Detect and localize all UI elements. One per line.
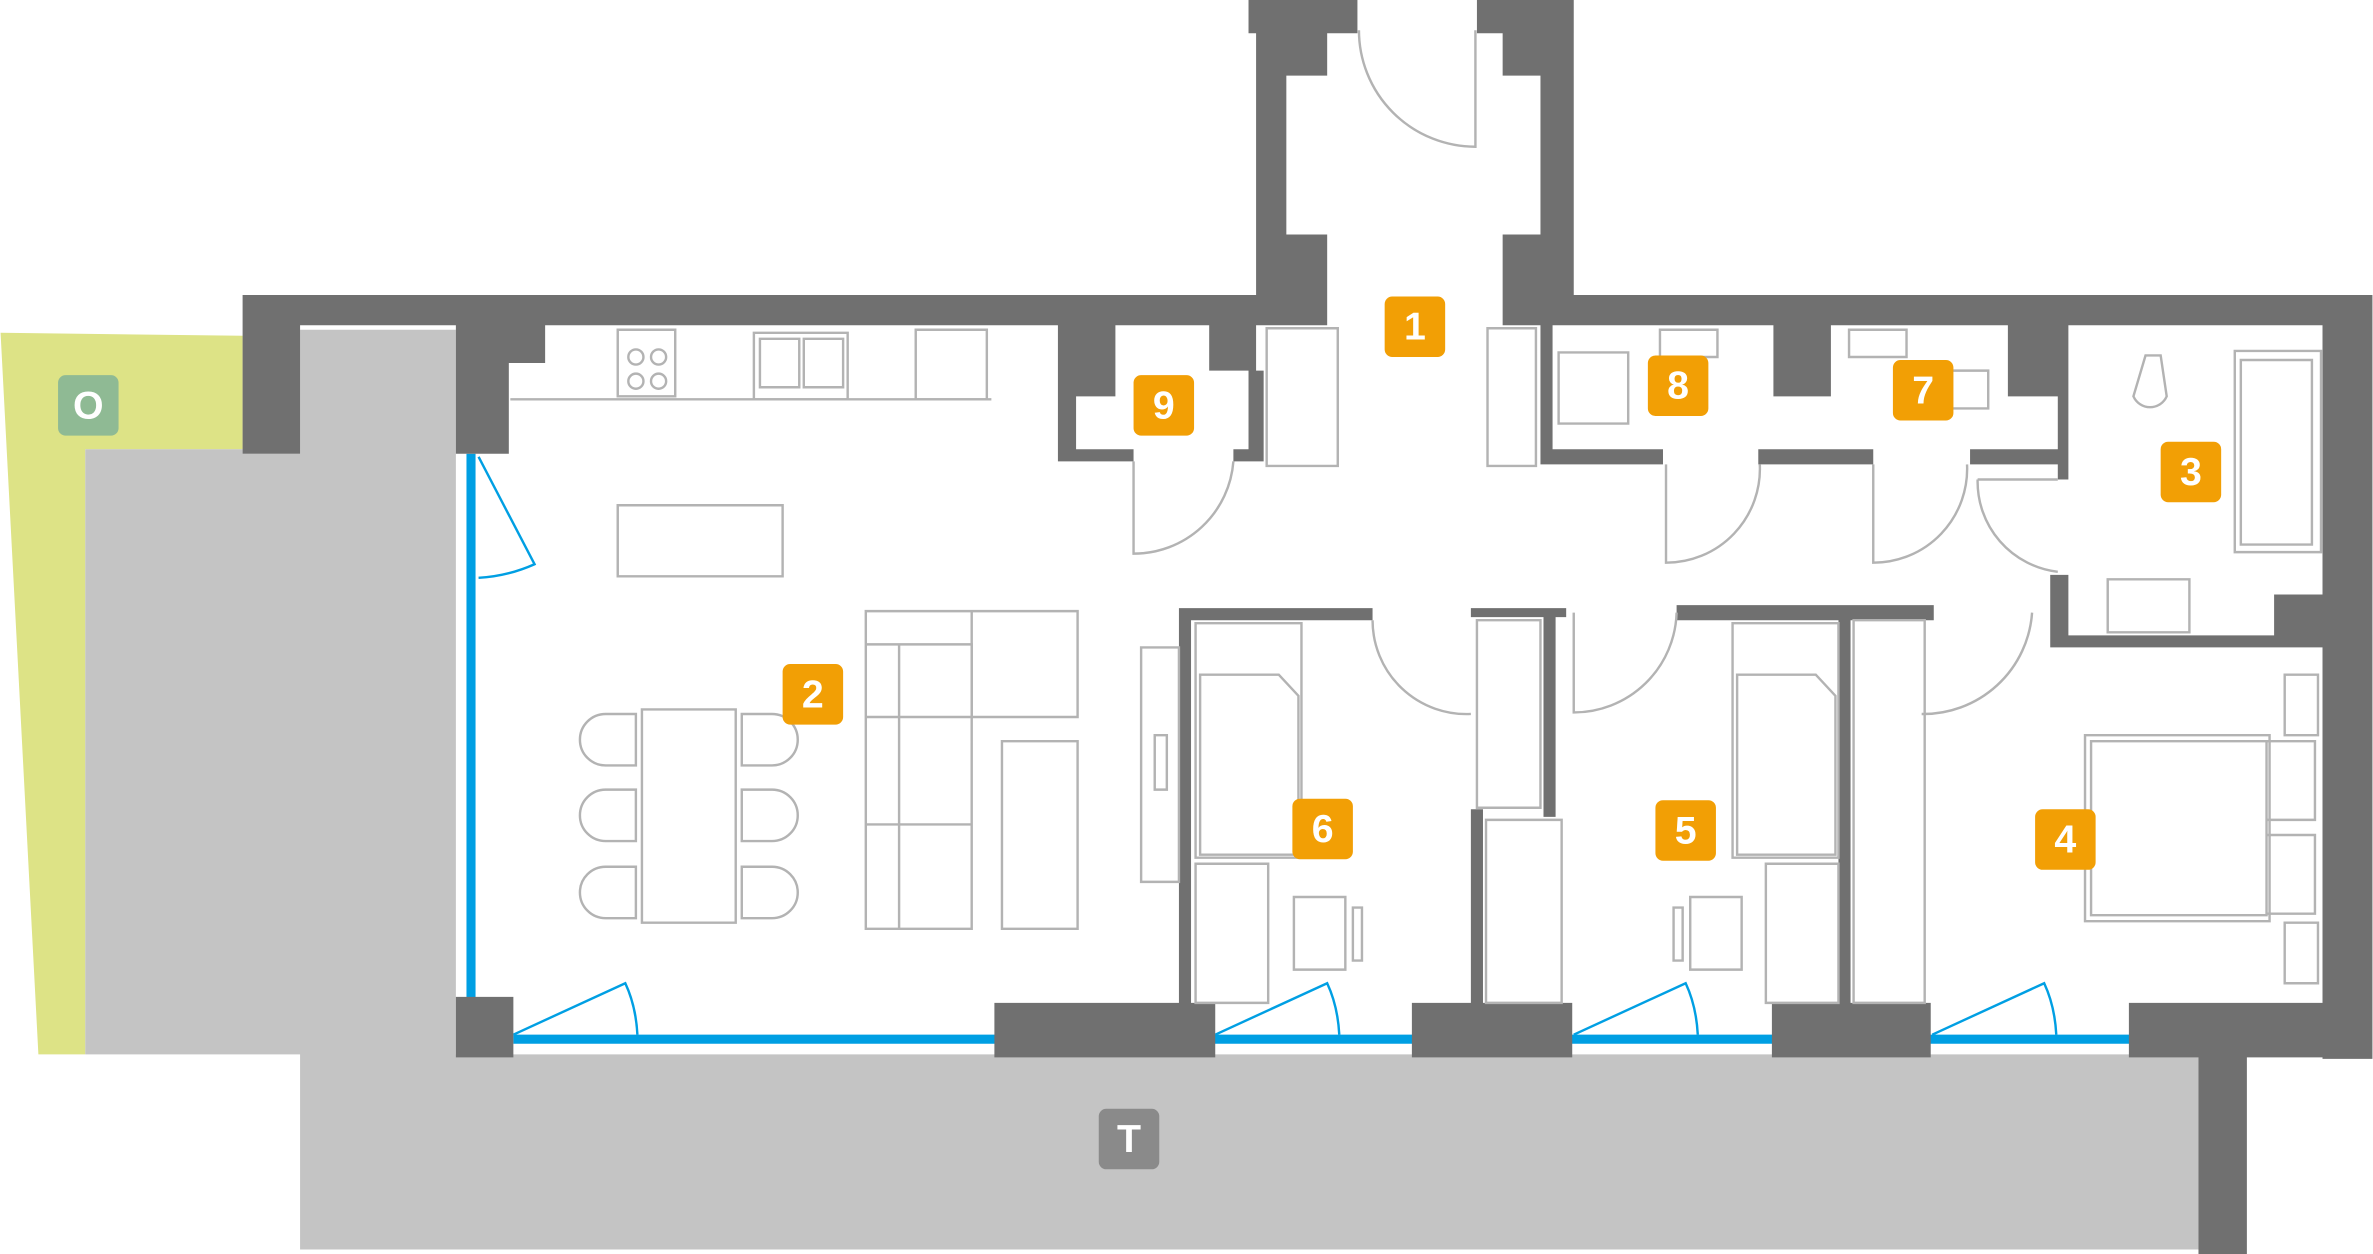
terrace-badge-label: T bbox=[1117, 1117, 1141, 1161]
room-8-badge-background bbox=[1647, 355, 1709, 416]
room-9-badge-label: 9 bbox=[1153, 383, 1175, 427]
room-5-badge-background bbox=[1655, 800, 1716, 861]
room-1-badge: 1 bbox=[1384, 296, 1446, 357]
room-3-badge-label: 3 bbox=[2180, 450, 2202, 494]
garden-area bbox=[0, 332, 243, 1055]
room-2-badge-label: 2 bbox=[802, 672, 824, 716]
room-6-badge-label: 6 bbox=[1312, 807, 1334, 851]
furniture bbox=[510, 327, 2323, 1005]
badges: 1 2 3 4 5 6 7 8 9 O T bbox=[58, 296, 2222, 1170]
stove-icon bbox=[627, 348, 668, 390]
room-3-badge: 3 bbox=[2160, 441, 2222, 503]
room-3-badge-background bbox=[2160, 441, 2222, 503]
sofa-lines bbox=[865, 611, 973, 929]
room-9-badge-background bbox=[1133, 375, 1195, 436]
garden-badge: O bbox=[58, 375, 119, 436]
windows bbox=[466, 453, 2132, 1044]
room-4-badge: 4 bbox=[2035, 809, 2096, 870]
garden-badge-background bbox=[58, 375, 119, 436]
room-6-badge: 6 bbox=[1292, 798, 1353, 860]
terrace-area bbox=[85, 329, 2199, 1250]
room-5-badge: 5 bbox=[1655, 800, 1716, 861]
room-8-badge-label: 8 bbox=[1667, 364, 1689, 408]
toilet-icon bbox=[2132, 354, 2168, 409]
terrace-badge-background bbox=[1098, 1108, 1160, 1170]
room-9-badge: 9 bbox=[1133, 375, 1195, 436]
room-6-badge-background bbox=[1292, 798, 1353, 860]
room-4-badge-background bbox=[2035, 809, 2096, 870]
garden-badge-label: O bbox=[73, 383, 104, 427]
room-7-badge-background bbox=[1892, 360, 1954, 421]
doors bbox=[1132, 30, 2058, 716]
room-1-badge-label: 1 bbox=[1404, 305, 1426, 349]
walls bbox=[242, 0, 2373, 1254]
room-8-badge: 8 bbox=[1647, 355, 1709, 416]
room-7-badge-label: 7 bbox=[1912, 368, 1934, 412]
room-5-badge-label: 5 bbox=[1675, 808, 1697, 852]
room-2-badge-background bbox=[782, 664, 844, 725]
room-2-badge: 2 bbox=[782, 664, 844, 725]
room-7-badge: 7 bbox=[1892, 360, 1954, 421]
bed-covers bbox=[1198, 673, 1837, 856]
room-4-badge-label: 4 bbox=[2054, 818, 2076, 862]
terrace-badge: T bbox=[1098, 1108, 1160, 1170]
room-1-badge-background bbox=[1384, 296, 1446, 357]
dining-chairs bbox=[578, 712, 799, 920]
